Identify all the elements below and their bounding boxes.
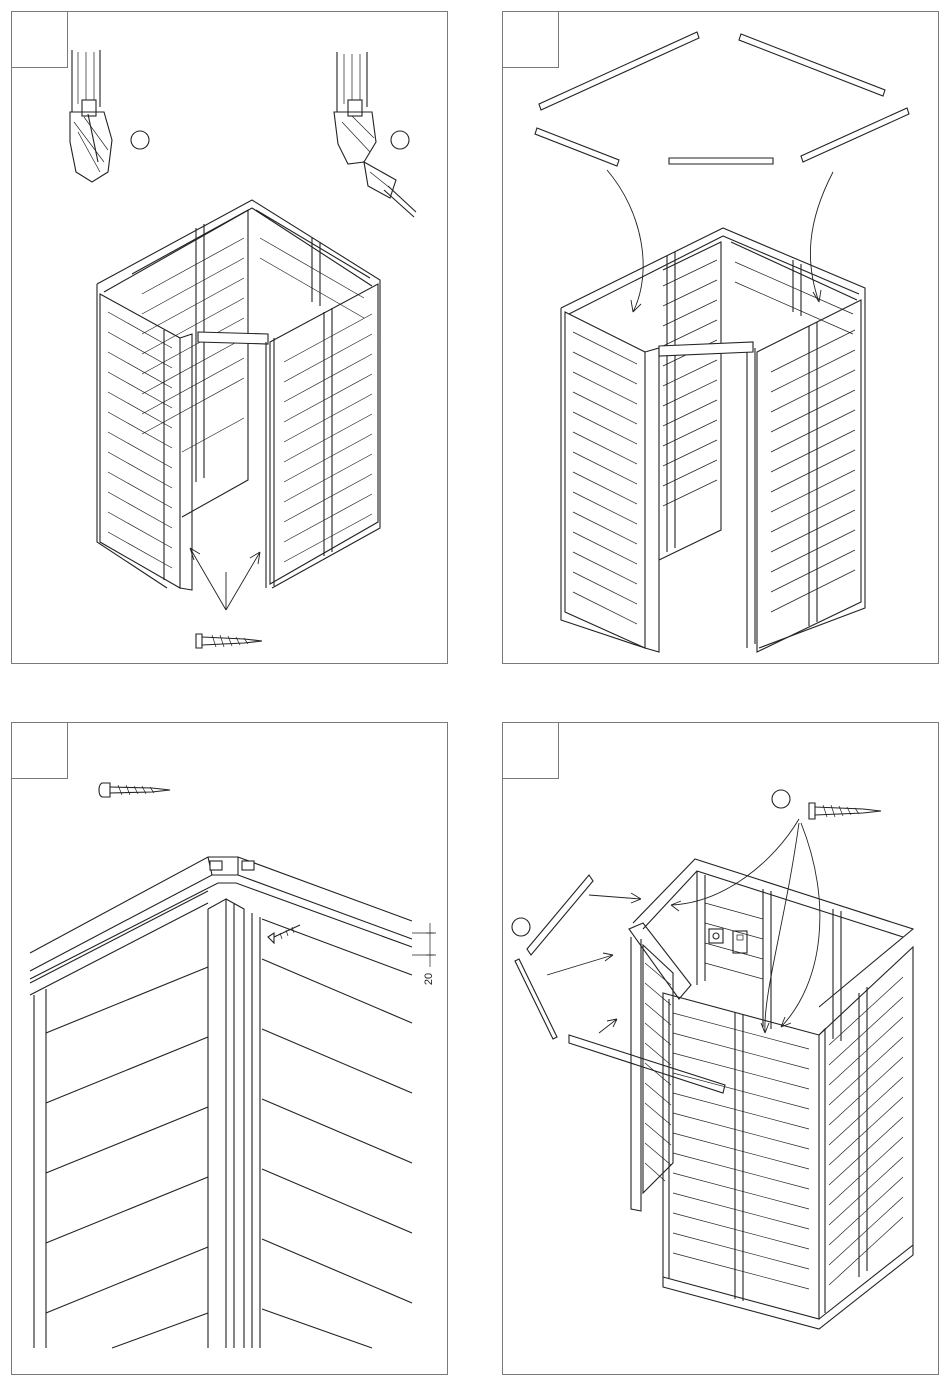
- callout-circle: [131, 131, 149, 149]
- placement-arrow: [761, 823, 799, 1033]
- control-panel-icon: [709, 929, 723, 943]
- assembly-drawing-step-4: [503, 723, 939, 1375]
- panel-step-4: [502, 722, 939, 1375]
- dimension-label: 20: [423, 973, 435, 985]
- callout-circle: [512, 918, 530, 936]
- sauna-walls-step-4: [629, 859, 913, 1329]
- placement-arrow: [607, 170, 643, 312]
- assembly-drawing-step-1: [12, 12, 448, 664]
- corner-top-rail: [30, 857, 412, 1348]
- sauna-walls-step-1: [97, 200, 380, 610]
- placement-arrow: [589, 893, 641, 903]
- screw-icon: [99, 783, 170, 797]
- panel-step-2: [502, 11, 939, 664]
- assembly-drawing-step-2: [503, 12, 939, 664]
- callout-circle: [391, 131, 409, 149]
- detail-joint-left: [70, 50, 149, 182]
- sauna-walls-step-2: [561, 228, 865, 652]
- loose-trim-parts: [515, 875, 725, 1093]
- panel-step-1: [11, 11, 448, 664]
- placement-arrow: [547, 953, 613, 975]
- screw-icon: [809, 803, 881, 819]
- dimension-marker: 20: [412, 923, 436, 985]
- screw-icon: [196, 634, 262, 648]
- placement-arrow: [599, 1019, 617, 1033]
- assembly-drawing-step-3: 20: [12, 723, 448, 1375]
- detail-joint-right: [334, 52, 416, 217]
- top-rail-parts: [535, 32, 909, 166]
- placement-arrow: [781, 823, 820, 1027]
- panel-step-3: 20: [11, 722, 448, 1375]
- callout-circle: [772, 790, 790, 808]
- placement-arrow: [810, 172, 833, 302]
